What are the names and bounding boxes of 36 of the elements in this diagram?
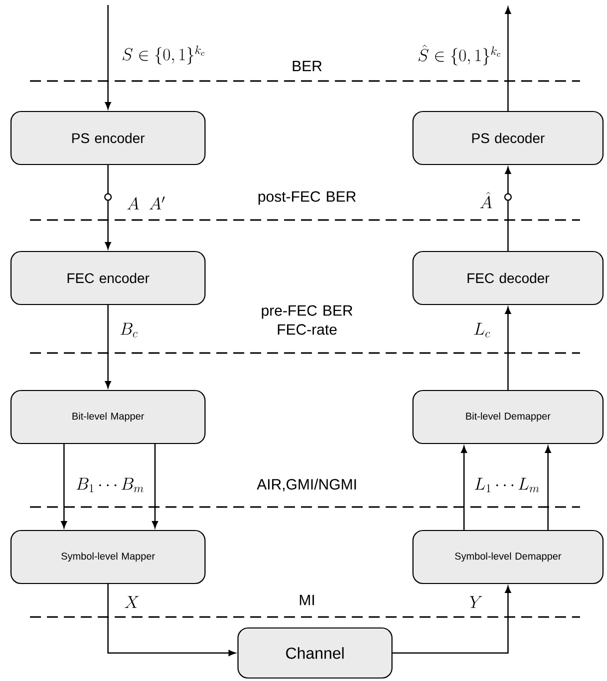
process-box: Symbol-level Demapper — [412, 530, 604, 584]
edge-label: $Y$ — [470, 596, 482, 608]
process-box: Channel — [237, 627, 393, 679]
edge-label: $L_c$ — [474, 322, 490, 338]
metric-label: pre-FEC BER FEC-rate — [262, 305, 352, 335]
metric-label: BER — [292, 60, 322, 72]
edge-label: $A\;\;A'$ — [127, 196, 165, 210]
edge-label: $B_c$ — [120, 322, 138, 338]
arrow — [61, 444, 67, 528]
arrow — [545, 446, 551, 530]
process-box: PS decoder — [412, 110, 604, 166]
edge-label: $\hat{S} \in \{0,1\}^{k_c}$ — [418, 44, 500, 66]
process-box: Symbol-level Mapper — [10, 530, 206, 584]
arrow — [505, 166, 511, 251]
process-box: PS encoder — [10, 110, 206, 166]
arrow — [461, 446, 467, 530]
arrow — [107, 584, 236, 656]
edge-label: $B_1 \cdots B_m$ — [76, 478, 144, 492]
edge-label: $L_1 \cdots L_m$ — [474, 478, 540, 492]
edge-label: $\hat{A}$ — [480, 192, 492, 208]
process-box: Bit-level Mapper — [10, 390, 206, 444]
arrow — [152, 444, 158, 528]
edge-label: $X$ — [124, 596, 139, 608]
process-box: FEC decoder — [412, 250, 604, 306]
arrow — [105, 305, 111, 388]
arrow — [392, 586, 511, 654]
arrow — [505, 6, 511, 111]
arrow — [105, 165, 111, 250]
edge-label: $S \in \{0,1\}^{k_c}$ — [122, 46, 204, 64]
metric-label: AIR,GMI/NGMI — [256, 478, 356, 492]
arrow — [105, 5, 111, 110]
metric-label: post-FEC BER — [258, 191, 356, 205]
metric-label: MI — [300, 594, 314, 606]
process-box: FEC encoder — [10, 250, 206, 306]
process-box: Bit-level Demapper — [412, 390, 604, 444]
arrow — [505, 306, 511, 390]
